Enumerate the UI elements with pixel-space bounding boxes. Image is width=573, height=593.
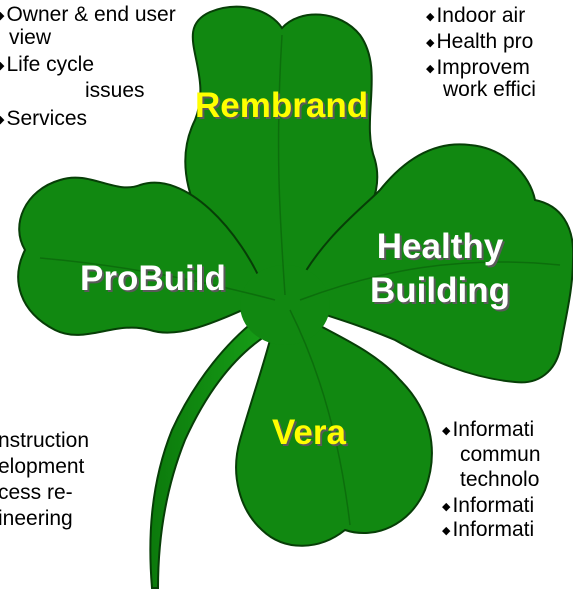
list-item: ◆Indoor air <box>426 4 526 27</box>
list-item: commun <box>460 443 541 466</box>
label-rembrand: Rembrand <box>195 86 369 125</box>
list-item: issues <box>85 79 145 102</box>
bullet-icon: ◆ <box>442 501 451 513</box>
bullet-icon: ◆ <box>0 10 5 22</box>
list-item: nstruction <box>0 429 90 452</box>
list-item: ineering <box>0 507 73 530</box>
label-healthy: Healthy <box>376 227 504 266</box>
bullet-icon: ◆ <box>426 63 435 75</box>
bullet-icon: ◆ <box>0 60 5 72</box>
leaf-left <box>17 176 266 336</box>
list-item: cess re- <box>0 481 73 504</box>
label-building: Building <box>370 271 510 310</box>
list-item: ◆Informati <box>442 494 535 517</box>
list-item: ◆Owner & end user <box>0 3 176 28</box>
bullet-icon: ◆ <box>0 114 5 126</box>
list-item: ◆Improvem <box>426 56 530 79</box>
leaf-right <box>294 143 573 384</box>
list-item: ◆Services <box>0 107 87 132</box>
list-item: technolo <box>460 468 540 491</box>
bullet-icon: ◆ <box>426 11 435 23</box>
leaf-vein-top <box>277 34 286 296</box>
leaf-vein-bottom <box>289 309 351 526</box>
label-probuild: ProBuild <box>80 259 226 298</box>
clover-stem <box>149 313 277 589</box>
list-item: ◆Informati <box>442 518 535 541</box>
leaf-bottom <box>235 303 433 547</box>
list-item: elopment <box>0 455 85 478</box>
list-item: ◆Health pro <box>426 30 534 53</box>
label-healthy-building: Healthy Building <box>345 228 535 310</box>
bullet-icon: ◆ <box>426 37 435 49</box>
leaf-top <box>184 5 379 301</box>
list-item: ◆Life cycle <box>0 53 94 78</box>
list-item: view <box>9 26 52 49</box>
bullet-icon: ◆ <box>442 525 451 537</box>
clover-center <box>240 265 330 345</box>
list-item: work effici <box>443 78 536 101</box>
list-item: ◆Informati <box>442 418 535 441</box>
label-vera: Vera <box>272 413 346 452</box>
leaf-vein-left <box>39 257 276 301</box>
bullet-icon: ◆ <box>442 425 451 437</box>
leaf-vein-right <box>299 261 561 301</box>
